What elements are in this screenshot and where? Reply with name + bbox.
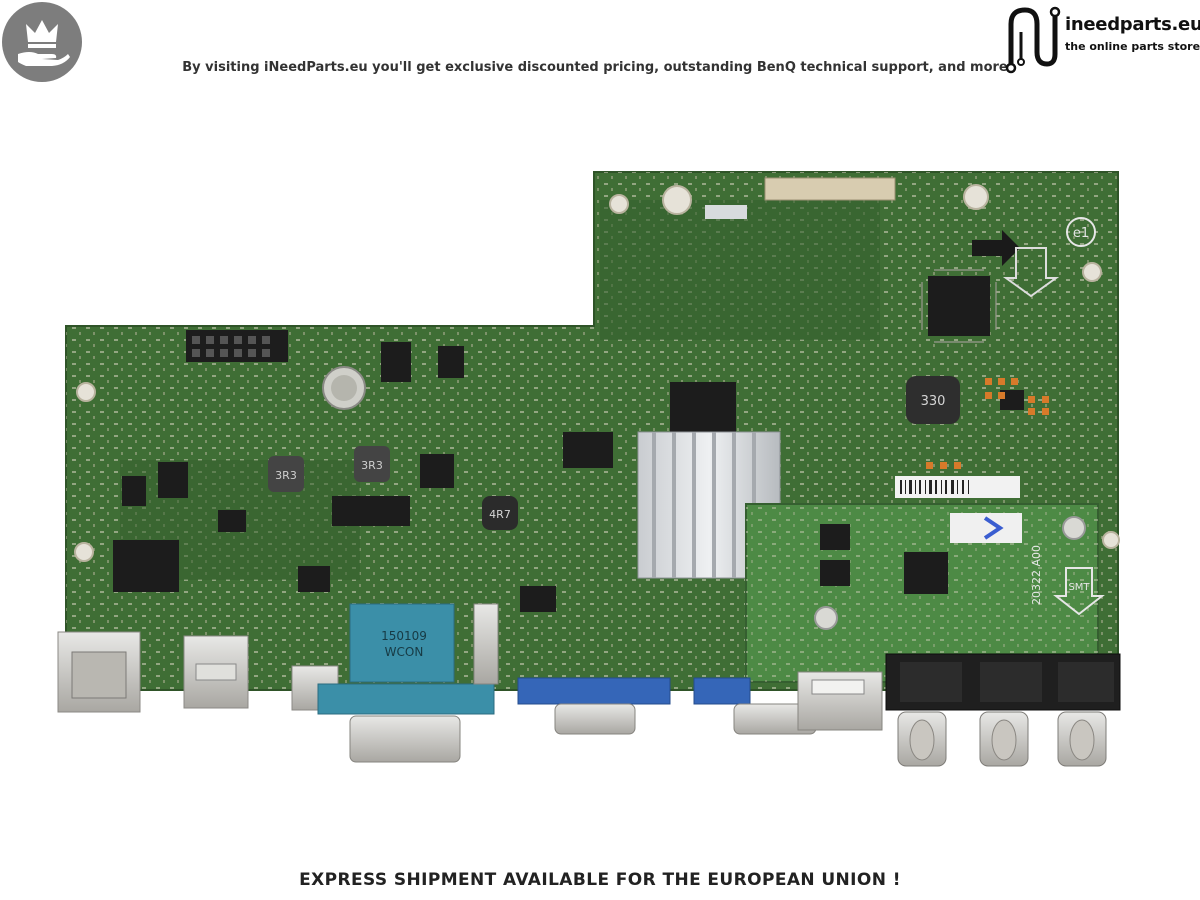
brand-logo[interactable]: ineedparts.eu the online parts store — [1003, 2, 1200, 74]
connector-label-line2: WCON — [385, 645, 424, 659]
pcb-board-illustration: 3R3 3R3 4R7 330 e1 — [57, 171, 1121, 767]
corner-mark: e1 — [1073, 226, 1089, 241]
inductor-label-1: 3R3 — [275, 469, 297, 482]
header-tagline: By visiting iNeedParts.eu you'll get exc… — [182, 60, 1008, 75]
smt-marker: SMT — [1068, 582, 1090, 593]
shipping-notice: EXPRESS SHIPMENT AVAILABLE FOR THE EUROP… — [299, 870, 901, 890]
inductor-label-2: 3R3 — [361, 459, 383, 472]
inductor-label-4: 330 — [921, 394, 946, 409]
product-photo: 3R3 3R3 4R7 330 e1 — [0, 150, 1200, 790]
inductor-label-3: 4R7 — [489, 508, 511, 521]
circuit-n-logo-icon — [1005, 6, 1061, 74]
brand-subtitle: the online parts store — [1065, 40, 1200, 53]
brand-name: ineedparts.eu — [1065, 14, 1200, 35]
crown-hand-badge-icon — [2, 2, 82, 82]
connector-label-line1: 150109 — [381, 629, 427, 643]
sub-board-code: 20322 A00 — [1030, 545, 1043, 605]
